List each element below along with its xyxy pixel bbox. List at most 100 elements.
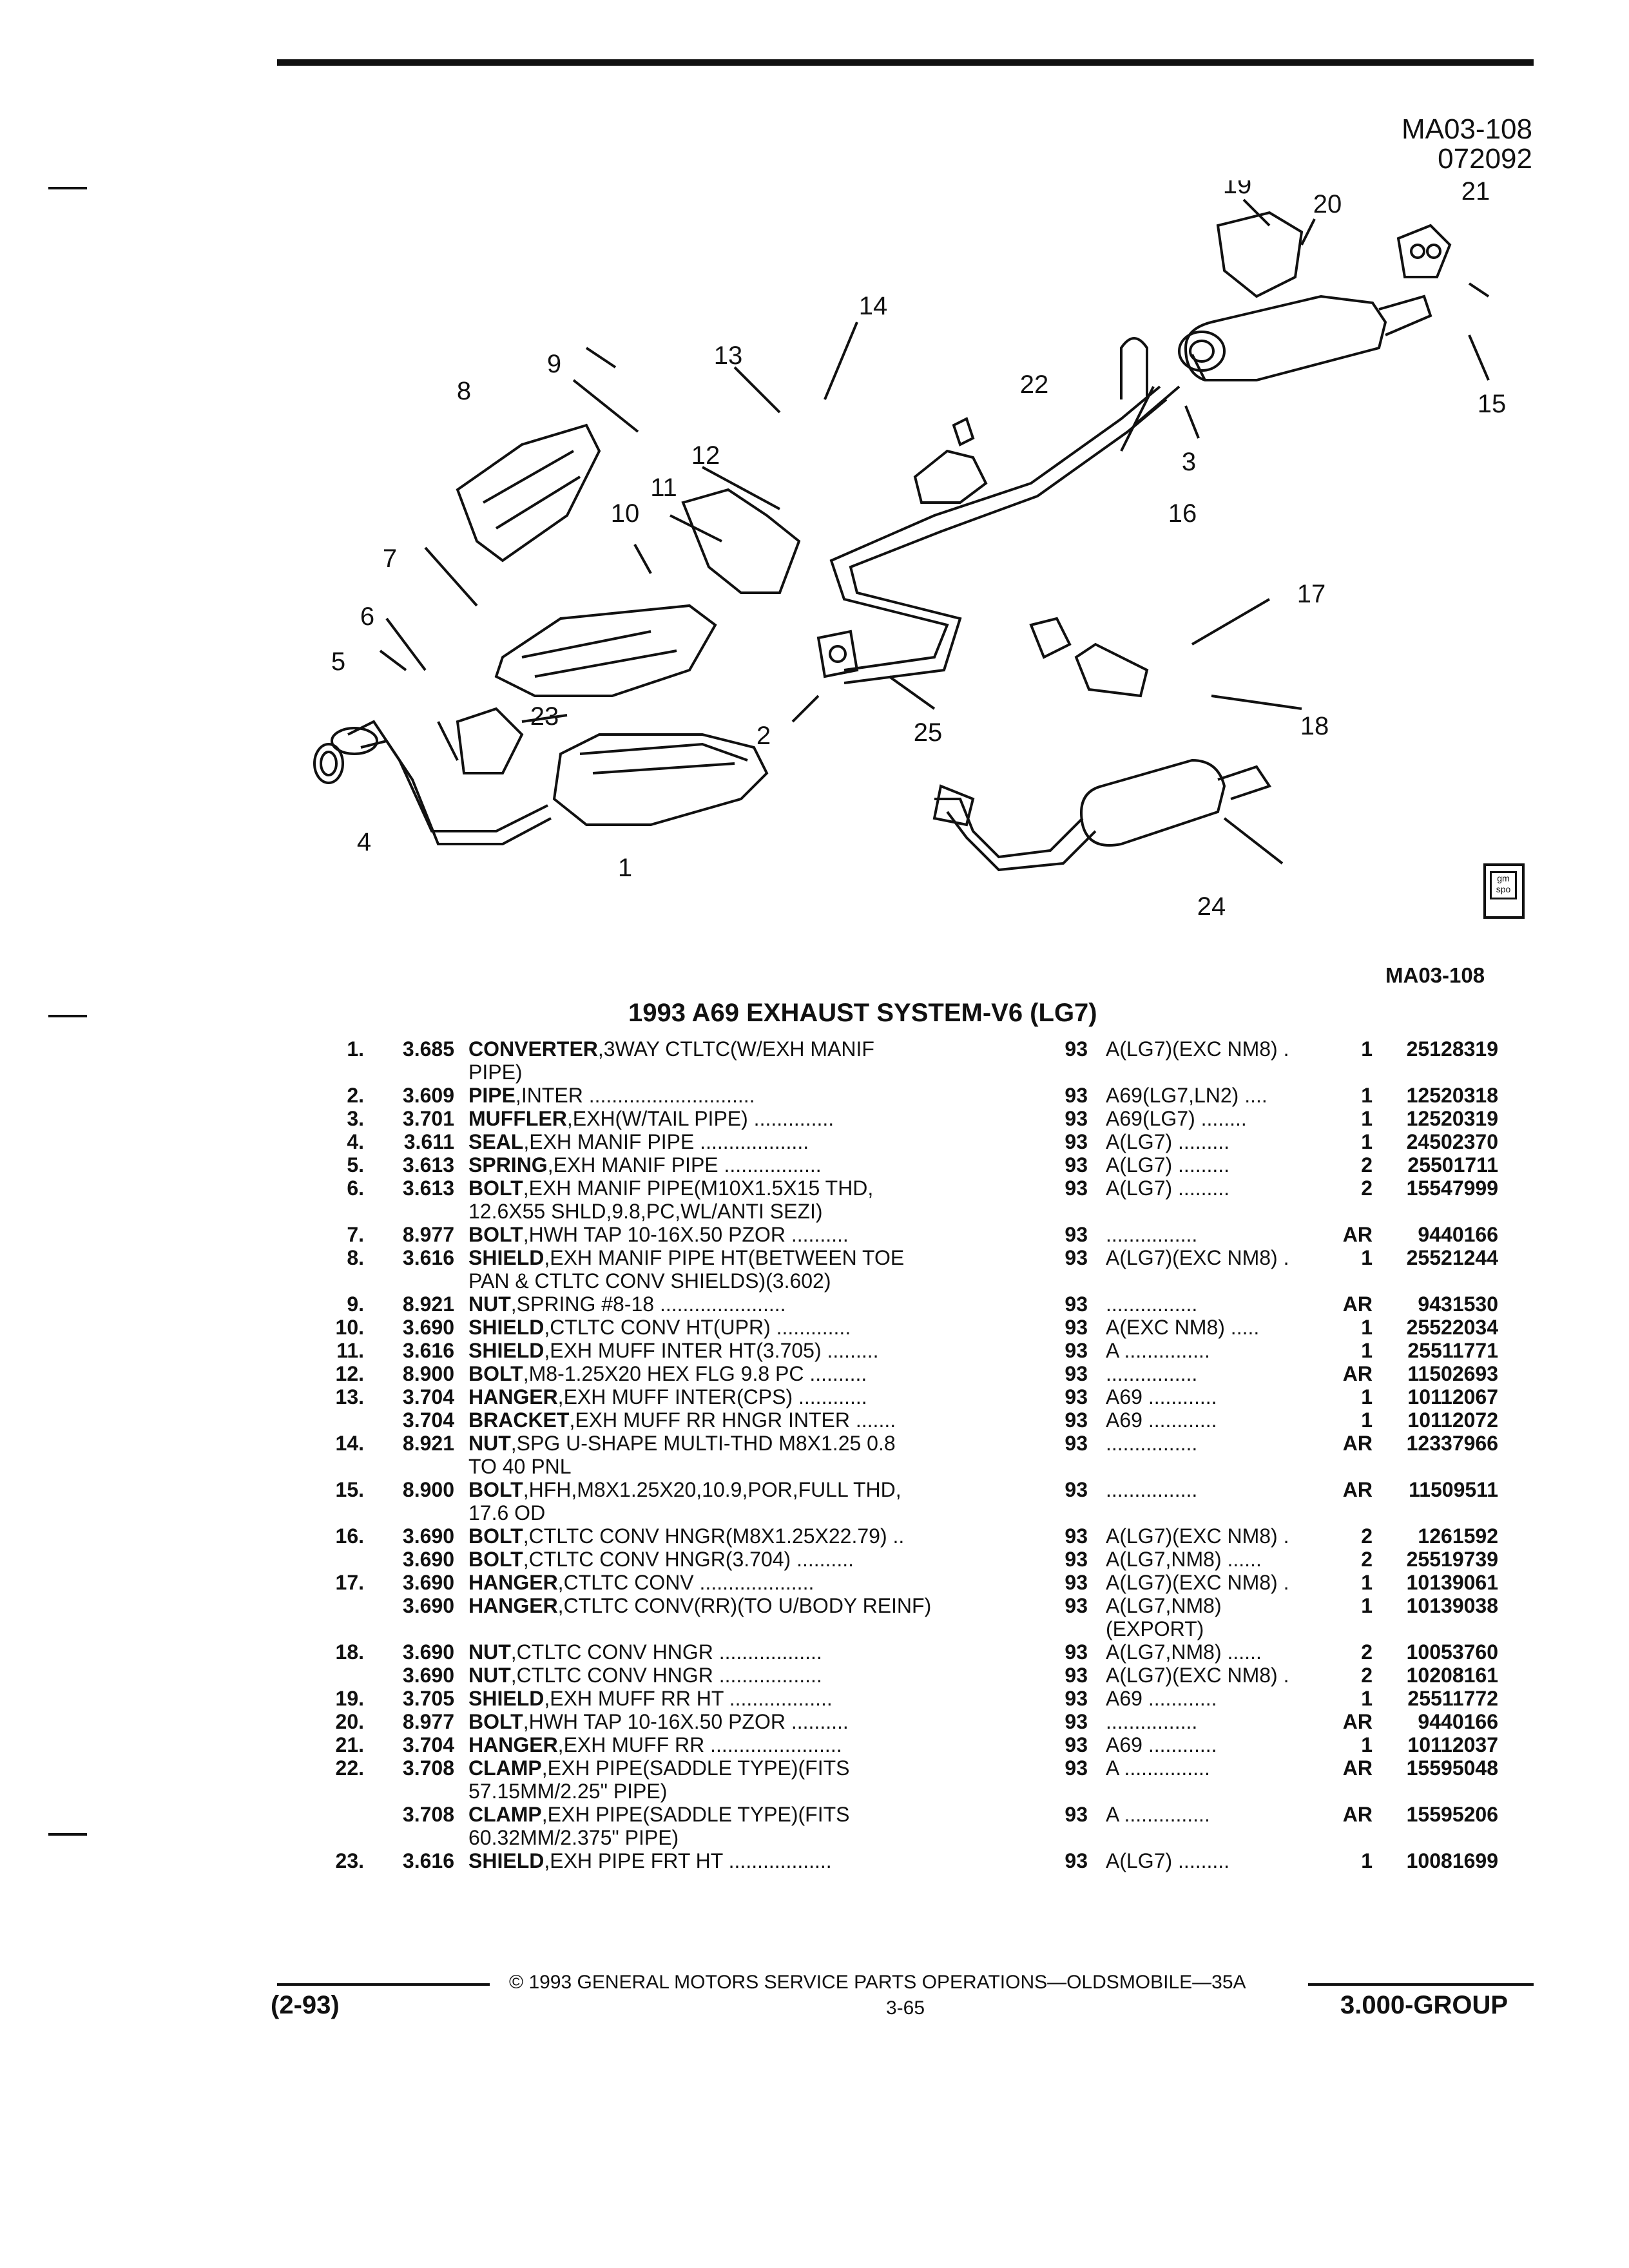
- group-number: 3.609: [402, 1084, 454, 1107]
- quantity: 2: [1361, 1548, 1373, 1571]
- diagram-label: 23: [530, 702, 559, 731]
- diagram-id: MA03-108: [1385, 963, 1485, 987]
- part-number: 9440166: [1418, 1223, 1498, 1246]
- part-description: NUT,SPRING #8-18 ......................: [454, 1293, 1037, 1316]
- footer-rule-left: [277, 1983, 490, 1986]
- part-description: NUT,SPG U-SHAPE MULTI-THD M8X1.25 0.8 TO…: [454, 1432, 1037, 1478]
- gm-spo-logo-text: gm spo: [1490, 871, 1517, 899]
- part-name: SHIELD: [468, 1687, 545, 1710]
- model-year: 93: [1065, 1037, 1088, 1061]
- diagram-label: 21: [1461, 180, 1490, 206]
- part-number: 10208161: [1406, 1664, 1498, 1687]
- usage-code: A69 ............: [1106, 1385, 1217, 1408]
- part-name: BOLT: [468, 1177, 523, 1200]
- diagram-label: 5: [331, 648, 345, 676]
- model-year: 93: [1065, 1153, 1088, 1177]
- part-number: 12520319: [1406, 1107, 1498, 1130]
- part-detail: ,CTLTC CONV HNGR ..................: [510, 1664, 822, 1687]
- part-detail: ,EXH MANIF PIPE(M10X1.5X15 THD, 12.6X55 …: [468, 1177, 874, 1223]
- group-number: 3.611: [403, 1130, 454, 1153]
- diagram-label: 3: [1182, 448, 1196, 476]
- part-name: HANGER: [468, 1733, 558, 1756]
- ref-code-date: 072092: [1438, 143, 1532, 175]
- part-number: 11502693: [1407, 1362, 1498, 1385]
- part-detail: ,EXH MUFF RR HNGR INTER .......: [569, 1408, 896, 1432]
- part-number-index: 18.: [335, 1640, 364, 1664]
- part-number: 1261592: [1418, 1524, 1498, 1548]
- part-number: 15547999: [1406, 1177, 1498, 1200]
- diagram-label: 18: [1300, 712, 1329, 740]
- part-detail: ,CTLTC CONV ....................: [557, 1571, 815, 1594]
- group-number: 3.616: [402, 1339, 454, 1362]
- part-description: SHIELD,EXH PIPE FRT HT .................…: [454, 1849, 1037, 1872]
- diagram-label: 20: [1313, 190, 1342, 218]
- usage-code: A69(LG7) ........: [1106, 1107, 1247, 1130]
- usage-code: A(LG7,NM8) ......: [1106, 1640, 1262, 1664]
- usage-code: ................: [1106, 1362, 1198, 1385]
- quantity: 1: [1361, 1408, 1373, 1432]
- reference-code: MA03-108 072092: [1402, 115, 1532, 174]
- part-name: SHIELD: [468, 1316, 545, 1339]
- part-description: BOLT,HFH,M8X1.25X20,10.9,POR,FULL THD, 1…: [454, 1478, 1037, 1524]
- part-number-index: 3.: [347, 1107, 364, 1130]
- diagram-label: 25: [914, 718, 943, 747]
- part-number: 15595206: [1406, 1803, 1498, 1826]
- quantity: 1: [1361, 1687, 1373, 1710]
- usage-code: A(LG7) .........: [1106, 1153, 1230, 1177]
- part-number-index: 15.: [335, 1478, 364, 1501]
- part-number: 25521244: [1406, 1246, 1498, 1269]
- group-number: 3.690: [402, 1594, 454, 1617]
- part-number: 24502370: [1406, 1130, 1498, 1153]
- quantity: 2: [1361, 1177, 1373, 1200]
- part-detail: ,EXH PIPE FRT HT ..................: [544, 1849, 832, 1872]
- part-number-index: [284, 1408, 364, 1432]
- part-number: 12337966: [1406, 1432, 1498, 1455]
- part-description: CLAMP,EXH PIPE(SADDLE TYPE)(FITS 60.32MM…: [454, 1803, 1037, 1849]
- part-description: BOLT,HWH TAP 10-16X.50 PZOR ..........: [454, 1710, 1037, 1733]
- part-number-index: 4.: [347, 1130, 364, 1153]
- group-number: 3.690: [402, 1316, 454, 1339]
- part-number-index: 20.: [335, 1710, 364, 1733]
- part-description: CONVERTER,3WAY CTLTC(W/EXH MANIF PIPE): [454, 1037, 1037, 1084]
- usage-code: A(LG7) .........: [1106, 1177, 1230, 1200]
- group-number: 8.921: [402, 1293, 454, 1316]
- part-number-index: 1.: [347, 1037, 364, 1061]
- group-number: 3.704: [402, 1733, 454, 1756]
- part-description: HANGER,EXH MUFF INTER(CPS) ............: [454, 1385, 1037, 1408]
- usage-code: A(LG7)(EXC NM8) .: [1106, 1571, 1289, 1594]
- part-name: CLAMP: [468, 1756, 542, 1780]
- part-number-index: [284, 1548, 364, 1571]
- quantity: 1: [1361, 1107, 1373, 1130]
- part-description: NUT,CTLTC CONV HNGR ..................: [454, 1664, 1037, 1687]
- usage-code: A(LG7)(EXC NM8) .: [1106, 1524, 1289, 1548]
- part-description: NUT,CTLTC CONV HNGR ..................: [454, 1640, 1037, 1664]
- model-year: 93: [1065, 1756, 1088, 1780]
- group-number: 3.690: [402, 1571, 454, 1594]
- part-description: SHIELD,EXH MUFF INTER HT(3.705) ........…: [454, 1339, 1037, 1362]
- part-name: BOLT: [468, 1362, 523, 1385]
- model-year: 93: [1065, 1640, 1088, 1664]
- part-detail: ,EXH MANIF PIPE HT(BETWEEN TOE PAN & CTL…: [468, 1246, 905, 1293]
- part-number-index: 23.: [335, 1849, 364, 1872]
- model-year: 93: [1065, 1432, 1088, 1455]
- part-number-index: 14.: [335, 1432, 364, 1455]
- quantity: 1: [1361, 1037, 1373, 1061]
- part-detail: ,EXH MUFF INTER HT(3.705) .........: [544, 1339, 879, 1362]
- part-number: 10053760: [1406, 1640, 1498, 1664]
- part-name: PIPE: [468, 1084, 516, 1107]
- part-detail: ,HWH TAP 10-16X.50 PZOR ..........: [523, 1710, 849, 1733]
- group-number: 8.900: [402, 1478, 454, 1501]
- usage-code: A(LG7,NM8) (EXPORT): [1106, 1594, 1222, 1640]
- diagram-label: 8: [457, 377, 471, 405]
- part-number-index: 7.: [347, 1223, 364, 1246]
- usage-code: A ...............: [1106, 1339, 1210, 1362]
- diagram-label: 16: [1168, 499, 1197, 528]
- quantity: 2: [1361, 1640, 1373, 1664]
